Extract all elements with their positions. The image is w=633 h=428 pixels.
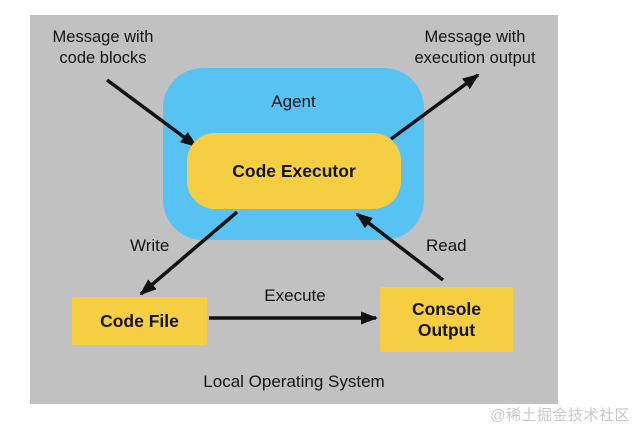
code-executor-label: Code Executor <box>232 160 356 181</box>
code-file-label: Code File <box>100 310 179 331</box>
message-in-annotation: Message with code blocks <box>52 28 154 68</box>
watermark-text: @稀土掘金技术社区 <box>490 407 630 424</box>
console-output-label: Console Output <box>411 298 482 340</box>
message-out-annotation: Message with execution output <box>414 28 536 68</box>
agent-label: Agent <box>271 92 316 111</box>
write-edge-label: Write <box>130 236 170 255</box>
code-file-node: Code File <box>72 297 207 345</box>
read-edge-label: Read <box>426 236 467 255</box>
code-executor-node: Code Executor <box>187 133 401 209</box>
console-output-node: Console Output <box>380 287 513 352</box>
local-os-label: Local Operating System <box>203 372 385 391</box>
execute-edge-label: Execute <box>264 286 326 305</box>
